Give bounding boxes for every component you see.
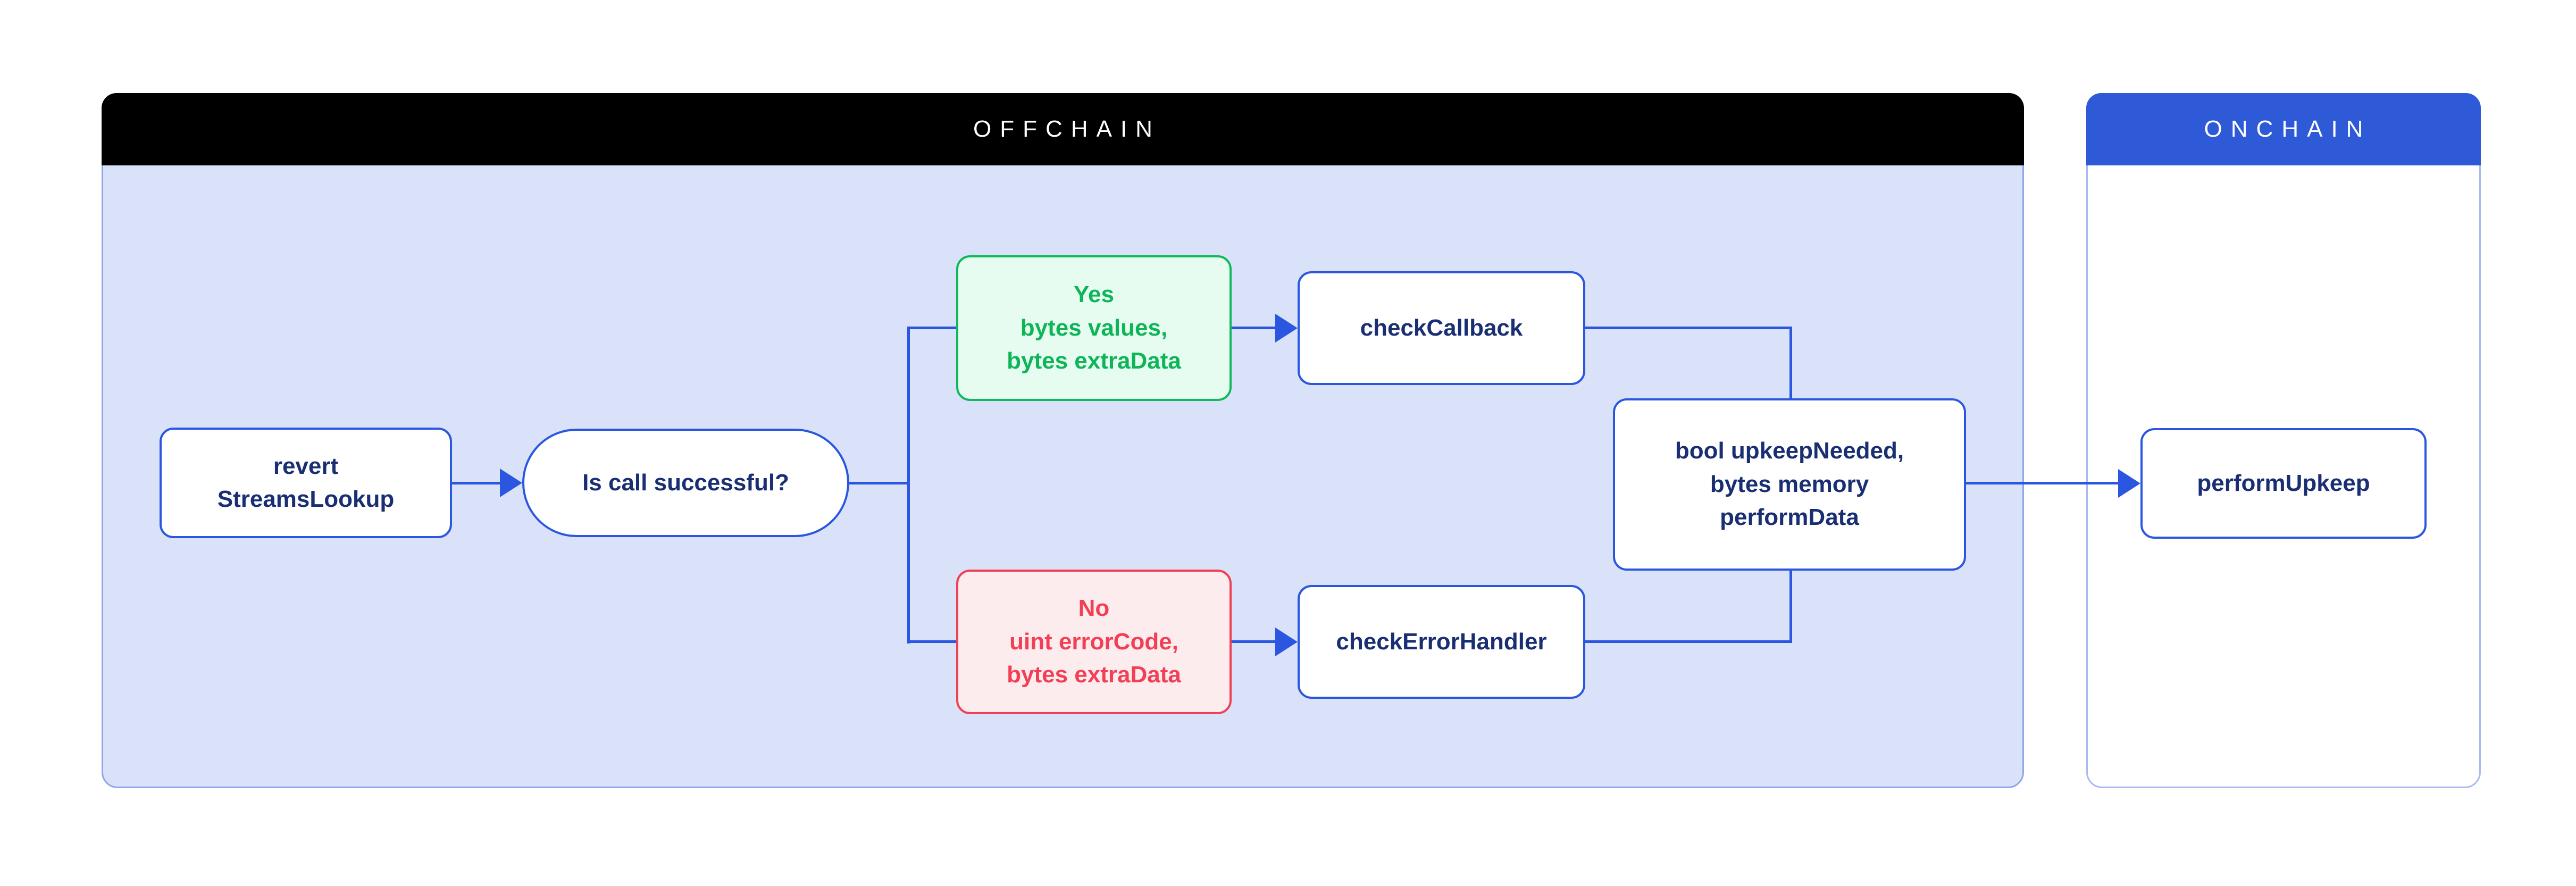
connector-branch-to-yes	[907, 327, 956, 329]
arrowhead-yes-to-checkcallback	[1275, 314, 1298, 342]
node-upkeep-result: bool upkeepNeeded, bytes memory performD…	[1613, 398, 1966, 571]
connector-revert-to-decision	[452, 482, 501, 484]
connector-checkcallback-to-result-h	[1585, 327, 1792, 329]
arrowhead-result-to-performupkeep	[2118, 469, 2140, 498]
onchain-header: ONCHAIN	[2086, 93, 2481, 165]
connector-branch-vertical	[907, 327, 910, 643]
node-no-branch: No uint errorCode, bytes extraData	[956, 570, 1232, 714]
connector-branch-to-no	[907, 640, 956, 643]
connector-result-to-performupkeep	[1966, 482, 2118, 484]
node-is-call-successful: Is call successful?	[522, 429, 849, 537]
node-yes-branch: Yes bytes values, bytes extraData	[956, 255, 1232, 401]
connector-checkerrorhandler-to-result-h	[1585, 640, 1792, 643]
connector-yes-to-checkcallback	[1232, 327, 1275, 329]
arrowhead-no-to-checkerrorhandler	[1275, 628, 1298, 656]
connector-checkcallback-to-result-v	[1789, 327, 1792, 398]
connector-checkerrorhandler-to-result-v	[1789, 571, 1792, 643]
arrowhead-revert-to-decision	[500, 469, 522, 497]
offchain-title: OFFCHAIN	[973, 116, 1161, 142]
node-check-callback: checkCallback	[1298, 271, 1585, 385]
connector-decision-to-branch	[849, 482, 909, 484]
onchain-title: ONCHAIN	[2204, 116, 2372, 142]
node-check-error-handler: checkErrorHandler	[1298, 585, 1585, 699]
connector-no-to-checkerrorhandler	[1232, 640, 1275, 643]
offchain-header: OFFCHAIN	[102, 93, 2024, 165]
node-revert-streamslookup: revert StreamsLookup	[160, 428, 452, 538]
node-perform-upkeep: performUpkeep	[2140, 428, 2427, 539]
